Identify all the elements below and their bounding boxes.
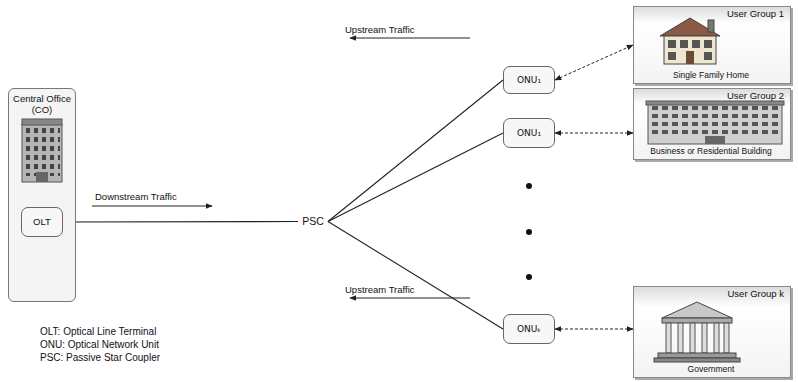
node-label: ONU₁ <box>517 128 541 138</box>
node-label: ONU₁ <box>517 75 541 85</box>
fiber-line <box>328 133 503 222</box>
traffic-arrow <box>92 206 212 207</box>
ellipsis-dot <box>526 183 532 189</box>
group-caption: Business or Residential Building <box>636 147 786 157</box>
apartment-building-icon <box>646 101 784 144</box>
house-icon <box>660 18 720 64</box>
group-caption: Government <box>636 365 786 375</box>
onu-box: ONU₁ <box>503 118 555 148</box>
onu-box: ONU₁ <box>503 66 555 94</box>
link-arrow <box>555 133 633 134</box>
node-label: PSC <box>302 215 324 227</box>
link-arrow <box>555 329 633 330</box>
office-box: Central Office (CO) OLT <box>8 88 76 302</box>
group-title: User Group 2 <box>727 91 784 102</box>
group-title: User Group k <box>728 289 785 300</box>
group-caption: Single Family Home <box>636 71 786 81</box>
traffic-arrow <box>350 298 470 299</box>
fiber-line <box>63 221 298 223</box>
user-group-box: User Group 1 Single Family Home <box>633 6 791 84</box>
traffic-arrow <box>350 38 470 39</box>
traffic-label: Upstream Traffic <box>345 284 415 295</box>
fiber-line <box>328 222 503 330</box>
link-arrow <box>555 45 633 80</box>
user-group-box: User Group 2 Business or Residential Buil… <box>633 88 791 160</box>
fiber-line <box>328 80 503 222</box>
olt-box: OLT <box>21 207 63 237</box>
legend-text: ONU: Optical Network Unit <box>40 339 159 350</box>
legend-text: OLT: Optical Line Terminal <box>40 326 156 337</box>
office-building-icon <box>22 119 62 182</box>
onu-box: ONUₖ <box>503 314 555 344</box>
traffic-label: Downstream Traffic <box>95 191 177 202</box>
node-label: OLT <box>33 217 51 228</box>
coupler-label-node: PSC <box>298 213 328 230</box>
ellipsis-dot <box>526 229 532 235</box>
legend-text: PSC: Passive Star Coupler <box>40 352 160 363</box>
ellipsis-dot <box>526 274 532 280</box>
government-building-icon <box>654 302 740 362</box>
traffic-label: Upstream Traffic <box>345 24 415 35</box>
node-label: ONUₖ <box>517 324 541 334</box>
user-group-box: User Group k Government <box>633 286 791 378</box>
group-title: User Group 1 <box>727 9 784 20</box>
node-label: Central Office (CO) <box>9 94 75 116</box>
